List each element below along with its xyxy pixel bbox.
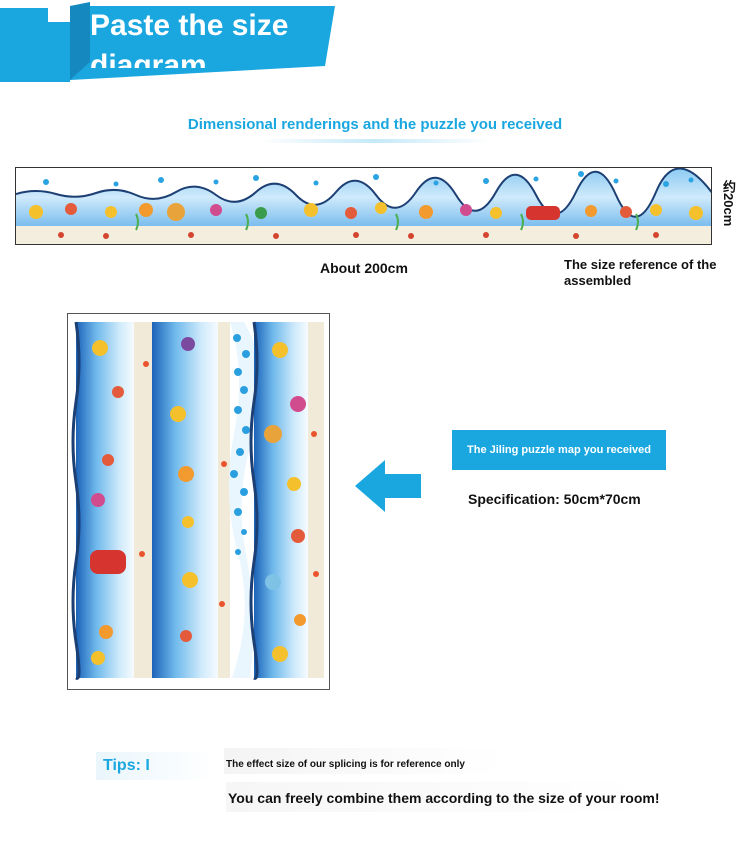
tips-background: [96, 752, 214, 780]
sheet-sand-3: [308, 322, 324, 678]
tip-1-background: [224, 748, 504, 774]
section-subtitle: Dimensional renderings and the puzzle yo…: [187, 116, 563, 133]
header-banner: [0, 2, 335, 82]
sheet-wave-edge-2: [249, 321, 259, 680]
fish-row: [29, 202, 703, 221]
banner-block-left: [0, 8, 70, 82]
tips-label: Tips: I: [103, 757, 150, 774]
height-label: 约20cm: [721, 180, 736, 227]
size-reference-label: The size reference of the assembled: [564, 257, 717, 288]
wave-line: [16, 168, 711, 218]
length-label: About 200cm: [320, 260, 408, 276]
tip-line-1: The effect size of our splicing is for r…: [226, 759, 465, 770]
bubbles: [43, 171, 694, 187]
arrow-left-icon: [355, 460, 421, 512]
puzzle-sheet-illustration: [68, 314, 329, 689]
assembled-strip-illustration: [16, 168, 711, 244]
received-puzzle-tag: The Jiling puzzle map you received: [452, 430, 666, 470]
sheet-creatures: [90, 337, 306, 665]
page-title: Paste the size diagram: [90, 9, 289, 68]
sheet-strip-2: [152, 322, 218, 678]
tip-2-background: [226, 782, 646, 812]
assembled-strip-image: [15, 167, 712, 245]
sand-band: [16, 226, 711, 244]
specification-label: Specification: 50cm*70cm: [468, 491, 641, 507]
banner-fold: [70, 2, 90, 80]
sea-floor-items: [58, 232, 659, 239]
seaweed: [135, 213, 639, 231]
sheet-sand-1: [134, 322, 152, 678]
tip-line-2: You can freely combine them according to…: [228, 790, 660, 806]
sheet-wave-edge-1: [71, 321, 81, 680]
banner-block-main: [70, 6, 335, 80]
sheet-starfish: [139, 361, 319, 607]
bubble-column-dots: [230, 334, 250, 555]
received-puzzle-sheet: [67, 313, 330, 690]
sheet-sand-2: [218, 322, 230, 678]
subtitle-underline: [260, 139, 490, 143]
